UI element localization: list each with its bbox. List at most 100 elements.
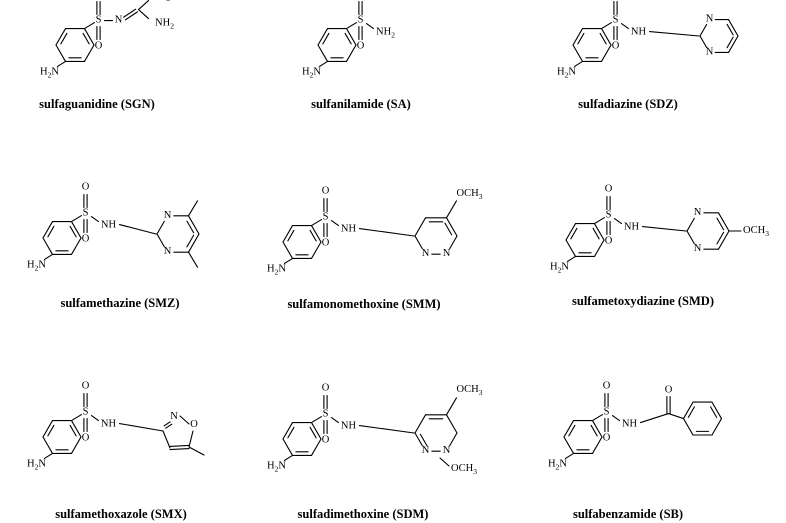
c-c-bond xyxy=(667,412,685,420)
oxygen-atom: O xyxy=(665,385,673,396)
s-n-bond xyxy=(365,22,375,30)
ring-bond xyxy=(42,436,54,455)
aromatic-bond xyxy=(710,406,718,418)
c-o-bond xyxy=(439,457,450,467)
n-c-bond xyxy=(648,30,700,37)
ring-bond xyxy=(70,237,82,256)
oxygen-atom: O xyxy=(603,381,611,392)
ring-bond xyxy=(414,432,423,447)
ring-bond xyxy=(42,220,54,239)
nh-group: NH xyxy=(101,419,117,430)
ring-bond xyxy=(317,27,329,46)
sulfur-atom: S xyxy=(358,15,364,26)
oxygen-atom: O xyxy=(82,234,90,245)
compound-name: sulfadimethoxine (SDM) xyxy=(298,507,429,521)
ring-nitrogen: N xyxy=(164,210,172,221)
ring-bond xyxy=(593,222,605,241)
aromatic-bond xyxy=(322,32,330,45)
n-c-bond xyxy=(639,412,670,424)
c-s-bond xyxy=(345,21,358,30)
amino-group: H2N xyxy=(267,264,286,276)
ring-bond xyxy=(565,222,577,241)
c-n-bond xyxy=(318,60,329,68)
methoxy-group: OCH3 xyxy=(451,463,477,475)
aromatic-bond xyxy=(287,229,295,242)
ring-bond xyxy=(711,417,723,436)
s-n-bond xyxy=(620,22,630,30)
ring-bond xyxy=(727,18,739,37)
s-n-bond xyxy=(330,219,340,227)
ring-bond xyxy=(699,23,708,37)
ring-bond xyxy=(156,233,165,248)
methyl-bond xyxy=(188,446,205,456)
ring-bond xyxy=(591,436,603,455)
nh-group: NH xyxy=(341,224,357,235)
aromatic-bond xyxy=(47,424,55,437)
c-o-bond xyxy=(445,200,458,219)
methyl-bond xyxy=(187,200,199,217)
n-c-bond xyxy=(358,227,415,237)
c-n-bond xyxy=(283,454,294,462)
ring-bond xyxy=(42,419,54,438)
ring-bond xyxy=(414,217,427,237)
c-n-bond xyxy=(56,60,67,68)
amino-group: H2N xyxy=(548,459,567,471)
aromatic-bond xyxy=(687,406,695,418)
ring-bond xyxy=(717,212,730,232)
aromatic-bond xyxy=(287,426,295,439)
oxygen-atom: O xyxy=(357,41,365,52)
ring-bond xyxy=(310,224,322,243)
ring-bond xyxy=(156,220,165,235)
oxygen-atom: O xyxy=(322,383,330,394)
nitrogen-atom: N xyxy=(115,15,123,26)
nh-group: NH xyxy=(624,222,640,233)
methoxy-group: OCH3 xyxy=(457,384,483,396)
ring-bond xyxy=(188,430,194,448)
ring-bond xyxy=(83,27,95,46)
ring-bond xyxy=(310,438,322,457)
ring-bond xyxy=(310,421,322,440)
double-bond xyxy=(169,444,190,447)
structure-sulfanilamide: H2NSOONH2sulfanilamide (SA) xyxy=(302,0,411,111)
s-n-bond xyxy=(330,416,340,424)
double-bond xyxy=(123,8,137,18)
ring-bond xyxy=(317,44,329,63)
ring-bond xyxy=(600,27,612,46)
ring-bond xyxy=(414,235,423,250)
s-n-bond xyxy=(611,414,621,422)
double-bond xyxy=(169,448,190,451)
oxygen-atom: O xyxy=(322,186,330,197)
sulfur-atom: S xyxy=(83,407,89,418)
s-n-bond xyxy=(90,215,100,223)
double-bond xyxy=(124,11,138,21)
ring-nitrogen: N xyxy=(422,446,430,457)
ring-bond xyxy=(310,241,322,260)
compound-name: sulfamethazine (SMZ) xyxy=(60,296,179,310)
aromatic-bond xyxy=(716,217,725,231)
c-s-bond xyxy=(70,214,83,223)
c-n-bond xyxy=(137,8,150,20)
oxygen-atom: O xyxy=(612,41,620,52)
ring-nitrogen: N xyxy=(706,47,714,58)
ring-nitrogen: N xyxy=(164,247,172,258)
c-s-bond xyxy=(310,415,323,424)
compound-name: sulfanilamide (SA) xyxy=(311,97,411,111)
n-c-bond xyxy=(118,422,164,432)
ring-bond xyxy=(699,35,708,49)
ring-bond xyxy=(70,419,82,438)
ring-nitrogen: N xyxy=(694,244,702,255)
ring-bond xyxy=(449,432,458,447)
oxygen-atom: O xyxy=(82,182,90,193)
nh-group: NH xyxy=(341,421,357,432)
structure-sulfadiazine: H2NSOONHNNsulfadiazine (SDZ) xyxy=(557,0,739,111)
ring-bond xyxy=(563,419,575,438)
methoxy-group: OCH3 xyxy=(743,225,769,237)
oxygen-atom: O xyxy=(322,238,330,249)
c-n-bond xyxy=(137,0,150,11)
oxygen-atom: O xyxy=(605,184,613,195)
compound-name: sulfamethoxazole (SMX) xyxy=(55,507,187,521)
aromatic-bond xyxy=(82,32,90,45)
